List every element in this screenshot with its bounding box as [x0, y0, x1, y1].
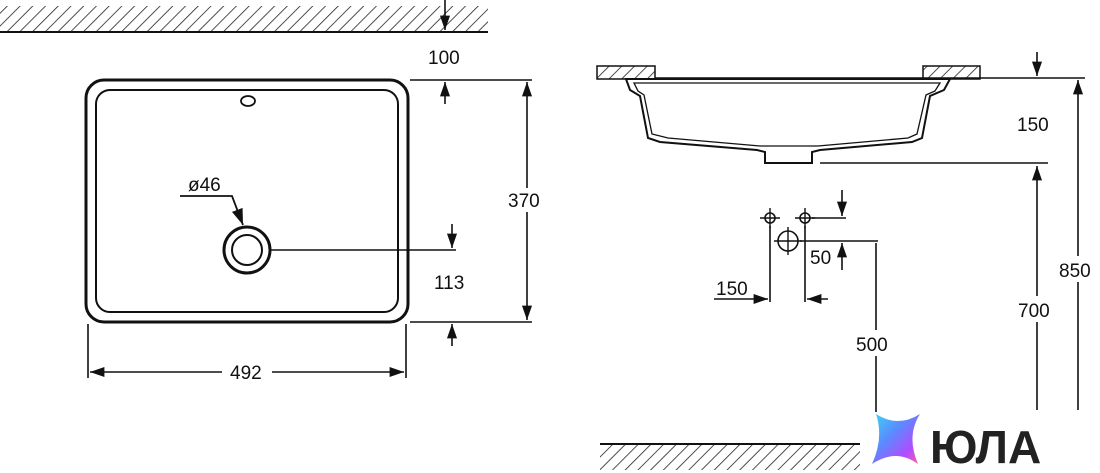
countertop-right — [922, 65, 981, 80]
basin-outer-rim — [84, 78, 410, 324]
drain-inner — [231, 234, 263, 266]
dim-bottom-height: 700 — [1018, 301, 1050, 322]
logo-star-icon — [872, 414, 920, 464]
dim-drain-diameter: ø46 — [188, 175, 221, 196]
dim-valve-spacing: 150 — [716, 279, 748, 300]
dim-bowl-depth: 150 — [1017, 115, 1049, 136]
dim-depth: 370 — [508, 191, 540, 212]
basin-section-inner — [632, 82, 942, 147]
valve-right — [795, 208, 815, 228]
dim-drain-height: 500 — [856, 335, 888, 356]
overflow-hole — [240, 95, 256, 107]
side-view: 150 700 850 50 — [596, 52, 1100, 470]
top-view: ø46 100 370 113 492 — [0, 0, 550, 384]
logo: ЮЛА — [872, 414, 1041, 473]
dim-drain-offset: 113 — [434, 273, 464, 294]
drain-outer — [222, 225, 272, 275]
dim-width: 492 — [230, 363, 262, 384]
dim-counter-height: 850 — [1059, 261, 1091, 282]
dim-top-gap: 100 — [428, 48, 460, 69]
basin-inner-bowl — [95, 89, 399, 313]
drain-diameter-leader — [180, 195, 244, 226]
ceiling-hatch — [0, 6, 488, 32]
floor-hatch — [600, 444, 860, 470]
drain-outlet — [774, 227, 802, 255]
valve-left — [760, 208, 780, 228]
countertop-left — [596, 65, 656, 80]
dim-valve-offset: 50 — [810, 248, 831, 269]
basin-section-outer — [624, 78, 952, 164]
logo-text: ЮЛА — [930, 421, 1041, 473]
